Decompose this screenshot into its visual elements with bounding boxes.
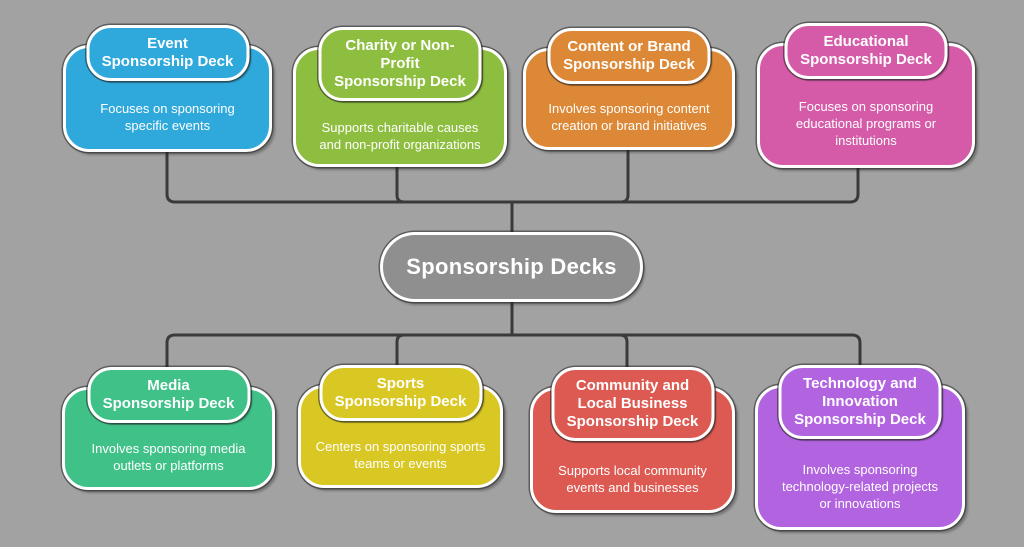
center-node-sponsorship-decks: Sponsorship Decks — [380, 232, 643, 302]
node-title: Charity or Non- Profit Sponsorship Deck — [334, 37, 466, 90]
node-media-sponsorship-deck: Involves sponsoring media outlets or pla… — [62, 367, 275, 490]
node-sports-sponsorship-deck: Centers on sponsoring sports teams or ev… — [298, 365, 503, 488]
node-title-pill: Technology and Innovation Sponsorship De… — [778, 365, 942, 439]
node-title: Technology and Innovation Sponsorship De… — [794, 375, 926, 428]
node-title-pill: Event Sponsorship Deck — [86, 25, 249, 81]
node-title: Content or Brand Sponsorship Deck — [563, 38, 695, 73]
node-title-pill: Community and Local Business Sponsorship… — [551, 367, 714, 441]
node-description: Focuses on sponsoring specific events — [100, 100, 235, 133]
node-description: Involves sponsoring content creation or … — [548, 101, 710, 133]
connector-group — [165, 144, 862, 372]
node-content-brand-sponsorship-deck: Involves sponsoring content creation or … — [523, 28, 735, 150]
node-description: Involves sponsoring technology-related p… — [781, 462, 939, 511]
node-description: Supports charitable causes and non-profi… — [319, 120, 481, 152]
node-title: Community and Local Business Sponsorship… — [566, 377, 699, 430]
node-title-pill: Sports Sponsorship Deck — [319, 365, 482, 421]
node-title-pill: Educational Sponsorship Deck — [784, 23, 948, 79]
node-title: Sports Sponsorship Deck — [334, 375, 467, 410]
node-title-pill: Charity or Non- Profit Sponsorship Deck — [318, 27, 482, 101]
node-title-pill: Media Sponsorship Deck — [87, 367, 250, 423]
connector-top-stub-content — [620, 144, 630, 204]
node-description: Centers on sponsoring sports teams or ev… — [315, 438, 486, 471]
node-educational-sponsorship-deck: Focuses on sponsoring educational progra… — [757, 23, 975, 168]
node-title-pill: Content or Brand Sponsorship Deck — [547, 28, 711, 84]
node-description: Focuses on sponsoring educational progra… — [795, 99, 937, 148]
node-technology-innovation-sponsorship-deck: Involves sponsoring technology-related p… — [755, 365, 965, 530]
node-title: Media Sponsorship Deck — [102, 377, 235, 412]
node-community-local-business-sponsorship-deck: Supports local community events and busi… — [530, 367, 735, 513]
center-node-label: Sponsorship Decks — [406, 254, 617, 279]
connector-top-stub-charity — [395, 160, 405, 204]
connector-top-span — [165, 146, 860, 204]
node-title: Event Sponsorship Deck — [101, 35, 234, 70]
node-charity-non-profit-sponsorship-deck: Supports charitable causes and non-profi… — [293, 27, 507, 167]
connector-bottom-stub-sports — [395, 333, 405, 370]
connector-bottom-stub-community — [619, 333, 629, 370]
node-description: Supports local community events and busi… — [558, 463, 707, 495]
node-event-sponsorship-deck: Focuses on sponsoring specific events Ev… — [63, 25, 272, 152]
connector-bottom-span — [165, 333, 862, 372]
node-description: Involves sponsoring media outlets or pla… — [91, 440, 246, 473]
node-title: Educational Sponsorship Deck — [800, 33, 932, 68]
